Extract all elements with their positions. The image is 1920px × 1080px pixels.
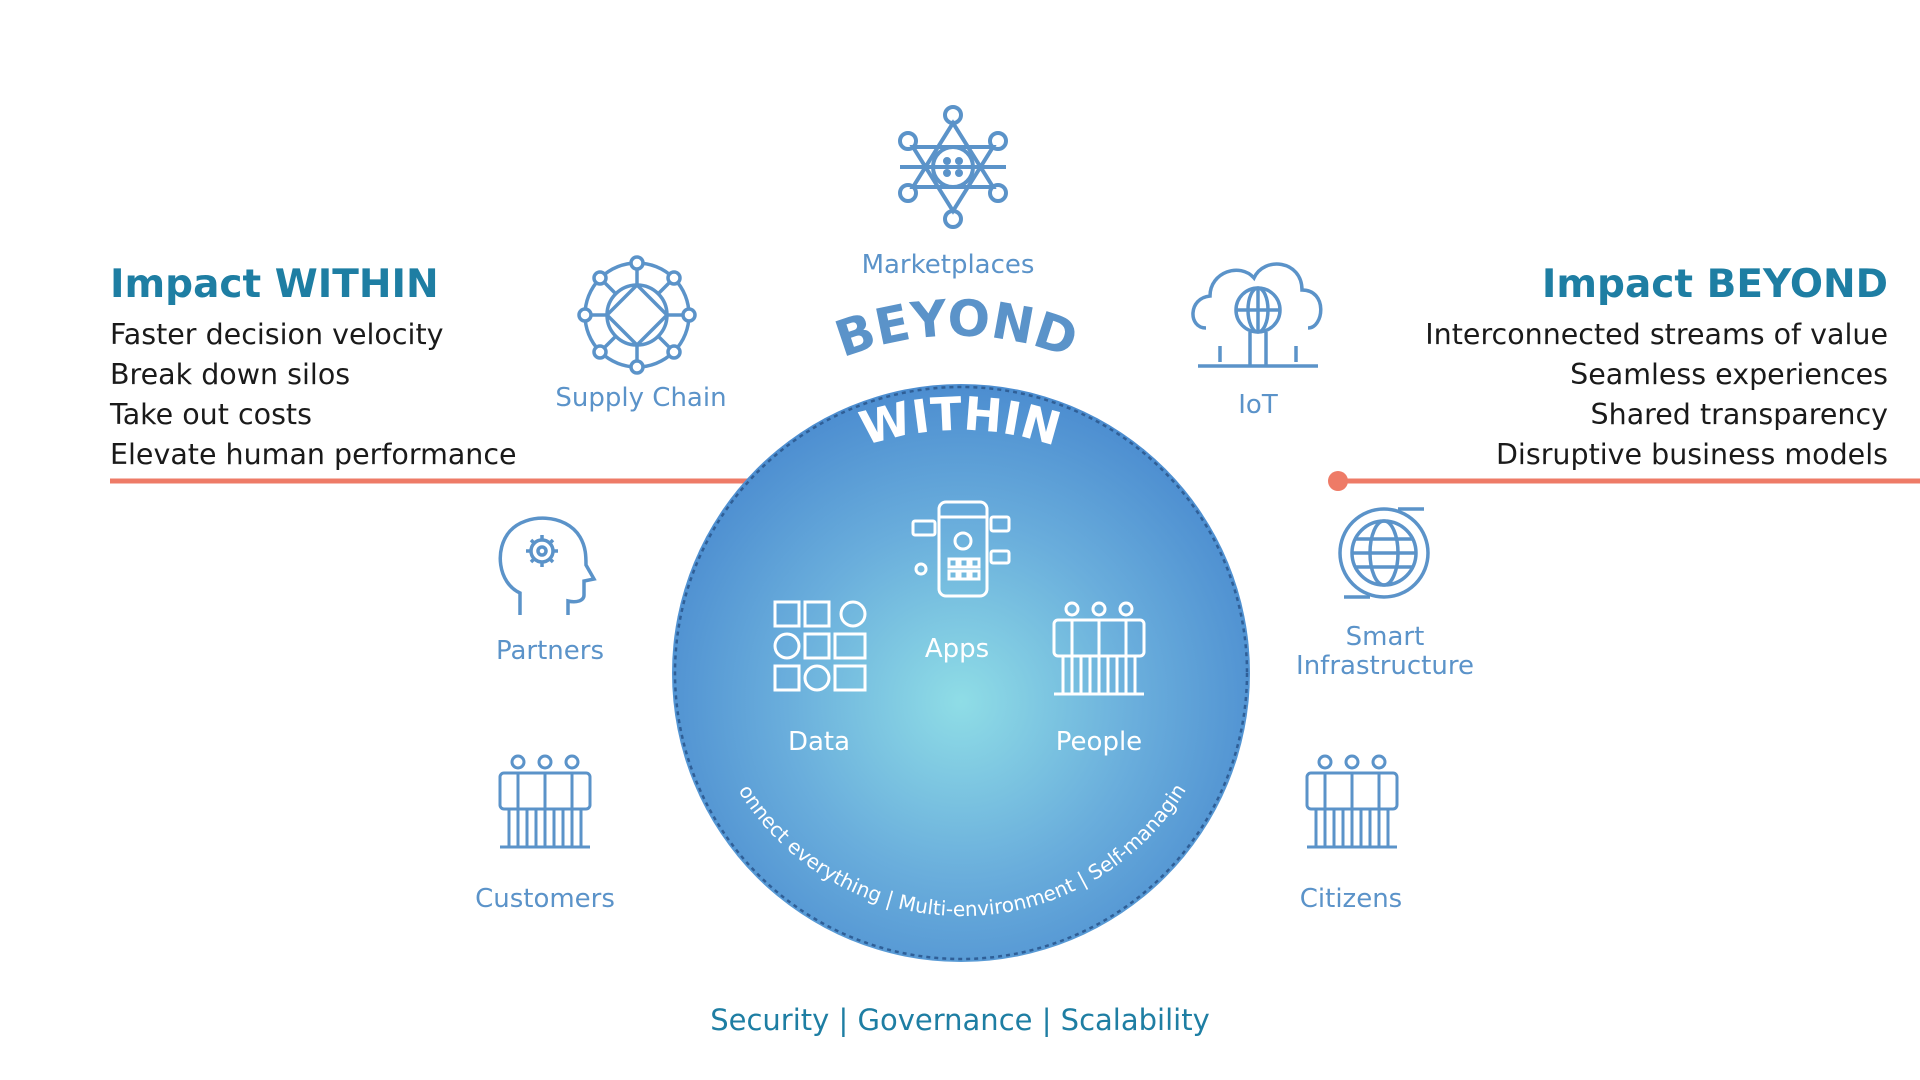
impact-within-list: Faster decision velocity Break down silo… (110, 315, 517, 475)
people-group-icon (1305, 754, 1399, 849)
impact-within-item: Elevate human performance (110, 438, 517, 471)
supply-chain-label: Supply Chain (555, 383, 727, 413)
impact-beyond-list: Interconnected streams of value Seamless… (1425, 315, 1888, 475)
impact-within-item: Break down silos (110, 358, 351, 391)
beyond-ring-label: BEYOND (828, 289, 1084, 369)
citizens-label: Citizens (1299, 884, 1403, 914)
impact-beyond-item: Interconnected streams of value (1425, 318, 1888, 351)
impact-within-item: Take out costs (110, 398, 312, 431)
phone-apps-icon (911, 500, 1011, 598)
data-label: Data (787, 727, 851, 757)
network-star-icon (898, 105, 1008, 229)
impact-beyond-item: Disruptive business models (1495, 438, 1888, 471)
impact-beyond-item: Shared transparency (1590, 398, 1888, 431)
smart-infrastructure-line1: Smart (1345, 622, 1425, 652)
within-circle-dashed-border (673, 385, 1249, 961)
cloud-globe-icon (1191, 262, 1323, 368)
iot-label: IoT (1238, 390, 1278, 420)
people-group-icon (1052, 601, 1146, 696)
marketplaces-label: Marketplaces (861, 250, 1035, 280)
globe-icon (1338, 507, 1430, 599)
footer-caption: Security | Governance | Scalability (710, 1003, 1210, 1037)
smart-infrastructure-label: Smart Infrastructure (1275, 623, 1495, 681)
geodesic-sphere-icon (577, 255, 697, 375)
people-group-icon (498, 754, 592, 849)
impact-within-title: Impact WITHIN (110, 262, 439, 307)
impact-beyond-title: Impact BEYOND (1541, 262, 1888, 307)
within-circle (672, 384, 1250, 962)
beyond-connector-dot (1328, 471, 1348, 491)
customers-label: Customers (475, 884, 615, 914)
impact-beyond-item: Seamless experiences (1570, 358, 1888, 391)
partners-label: Partners (495, 636, 605, 666)
data-grid-icon (773, 600, 867, 692)
apps-label: Apps (924, 634, 990, 664)
impact-within-item: Faster decision velocity (110, 318, 444, 351)
smart-infrastructure-line2: Infrastructure (1296, 651, 1474, 681)
people-label: People (1055, 727, 1143, 757)
head-gear-icon (498, 516, 597, 615)
